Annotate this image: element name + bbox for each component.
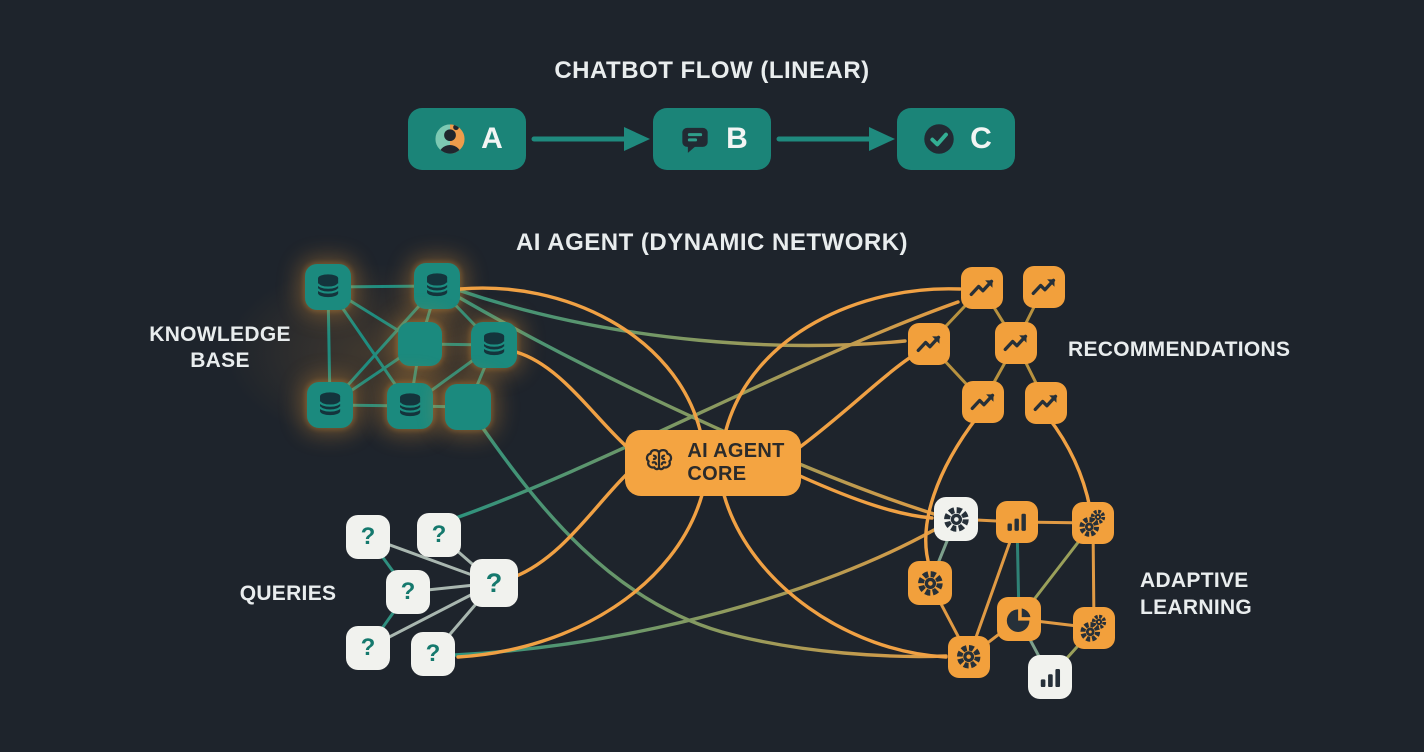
- brain-icon: [641, 445, 677, 481]
- question-mark-icon: ?: [360, 523, 376, 550]
- question-mark-icon: ?: [485, 567, 503, 598]
- pie-chart-icon: [1004, 604, 1035, 635]
- core-label-line2: CORE: [687, 463, 747, 485]
- kb-node-database-5: [387, 383, 433, 429]
- adaptive-node-gear-1: [908, 561, 952, 605]
- check-circle-icon: [920, 120, 958, 158]
- flow-step-c: C: [897, 108, 1015, 170]
- database-icon: [314, 389, 346, 421]
- knowledge-base-label: KNOWLEDGE BASE: [120, 322, 320, 374]
- ai-agent-core: AI AGENT CORE: [625, 430, 801, 496]
- kb-node-blank-2: [445, 384, 491, 430]
- kb-node-database-2: [414, 263, 460, 309]
- recommendation-node-6: [1025, 382, 1067, 424]
- kb-node-database-3: [471, 322, 517, 368]
- adaptive-node-bar-chart-1: [996, 501, 1038, 543]
- question-mark-icon: ?: [425, 640, 441, 667]
- recommendation-node-2: [1023, 266, 1065, 308]
- kb-node-database-1: [305, 264, 351, 310]
- trending-up-icon: [967, 273, 996, 302]
- bar-chart-icon: [1035, 662, 1066, 693]
- adaptive-node-pie-chart: [997, 597, 1041, 641]
- adaptive-learning-label-line1: ADAPTIVE: [1140, 569, 1249, 592]
- double-gear-icon: [1079, 613, 1108, 642]
- query-node-5: ?: [411, 632, 455, 676]
- flow-step-a-label: A: [481, 122, 503, 155]
- recommendations-label: RECOMMENDATIONS: [1068, 338, 1291, 361]
- knowledge-base-label-line2: BASE: [190, 349, 250, 372]
- ai-agent-core-label: AI AGENT CORE: [687, 440, 784, 486]
- flow-step-c-label: C: [970, 122, 992, 155]
- database-icon: [312, 271, 344, 303]
- adaptive-learning-label: ADAPTIVE LEARNING: [1140, 567, 1252, 621]
- trending-up-icon: [1001, 328, 1030, 357]
- gear-icon: [954, 642, 983, 671]
- gear-icon: [915, 568, 946, 599]
- core-label-line1: AI AGENT: [687, 440, 785, 462]
- recommendation-node-1: [961, 267, 1003, 309]
- chat-bubble-icon: [676, 120, 714, 158]
- recommendation-node-5: [962, 381, 1004, 423]
- trending-up-icon: [968, 387, 997, 416]
- kb-node-blank-1: [398, 322, 442, 366]
- network-title: AI AGENT (DYNAMIC NETWORK): [515, 229, 909, 256]
- flow-step-a: A: [408, 108, 526, 170]
- core-radiating-links: [456, 286, 1092, 659]
- trending-up-icon: [1029, 272, 1058, 301]
- query-node-1: ?: [346, 515, 390, 559]
- query-node-2: ?: [417, 513, 461, 557]
- arrow-head-2: [869, 127, 895, 151]
- trending-up-icon: [914, 329, 943, 358]
- knowledge-base-label-line1: KNOWLEDGE: [149, 323, 291, 346]
- database-icon: [394, 390, 426, 422]
- database-icon: [478, 329, 510, 361]
- query-node-hub: ?: [470, 559, 518, 607]
- database-icon: [421, 270, 453, 302]
- query-node-4: ?: [346, 626, 390, 670]
- adaptive-node-gear-2: [948, 636, 990, 678]
- recommendation-node-3: [908, 323, 950, 365]
- double-gear-icon: [1078, 508, 1107, 537]
- query-node-3: ?: [386, 570, 430, 614]
- question-mark-icon: ?: [360, 634, 376, 661]
- gradient-cross-links: [448, 288, 960, 659]
- adaptive-learning-label-line2: LEARNING: [1140, 596, 1253, 619]
- user-avatar-icon: [431, 120, 469, 158]
- adaptive-node-gear-white: [934, 497, 978, 541]
- recommendation-node-4: [995, 322, 1037, 364]
- adaptive-node-double-gear-1: [1072, 502, 1114, 544]
- question-mark-icon: ?: [431, 521, 447, 548]
- trending-up-icon: [1031, 388, 1060, 417]
- arrow-head-1: [624, 127, 650, 151]
- kb-node-database-4: [307, 382, 353, 428]
- flow-step-b-label: B: [726, 122, 748, 155]
- flow-step-b: B: [653, 108, 771, 170]
- gear-icon: [941, 504, 972, 535]
- adaptive-node-double-gear-2: [1073, 607, 1115, 649]
- queries-label: QUERIES: [239, 582, 337, 605]
- question-mark-icon: ?: [400, 578, 416, 605]
- bar-chart-icon: [1002, 507, 1031, 536]
- adaptive-node-bar-chart-white: [1028, 655, 1072, 699]
- linear-flow-title: CHATBOT FLOW (LINEAR): [554, 57, 870, 84]
